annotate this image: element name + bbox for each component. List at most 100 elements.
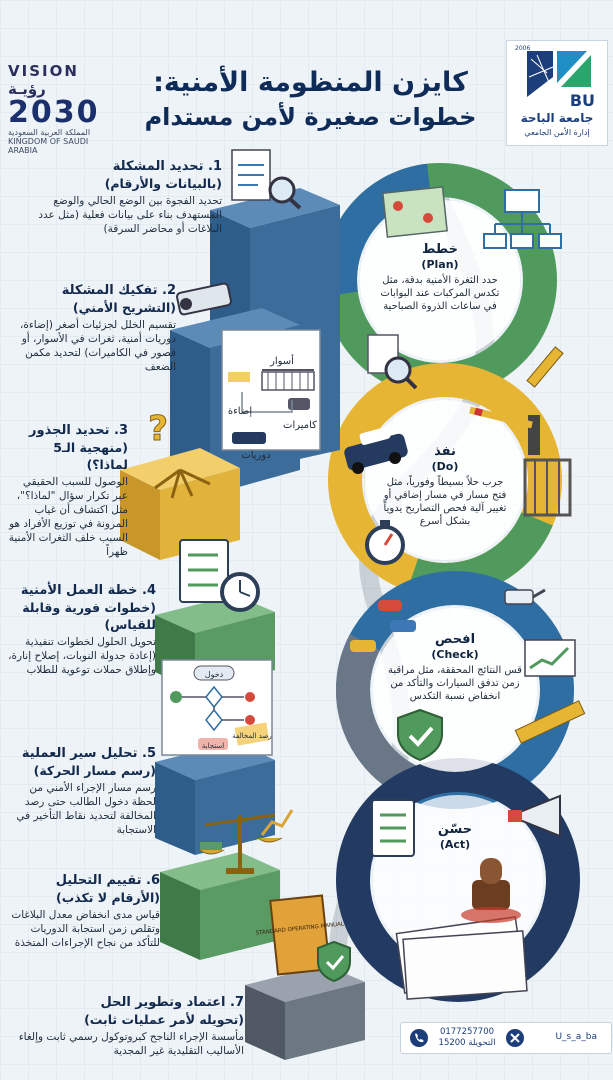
balance-scale-icon [199, 809, 294, 874]
police-car-icon [344, 426, 408, 474]
contact-phone-block[interactable]: 0177257700 التحويلة 15200 [437, 1027, 497, 1049]
step-3-heading: 3. تحديد الجذور [29, 423, 128, 438]
step-7-description: مأسسة الإجراء الناجح كبروتوكول رسمي ثابت… [18, 1031, 244, 1057]
vision-word: VISION [8, 62, 79, 80]
step-5-description: رسم مسار الإجراء الأمني من لحظة دخول الط… [16, 782, 156, 836]
phase-check-heading: افحص [434, 632, 476, 647]
step-4-description: تحويل الحلول لخطوات تنفيذية (إعادة جدولة… [8, 636, 156, 676]
phone-icon[interactable] [409, 1028, 429, 1048]
phase-check-english: (Check) [431, 648, 479, 661]
step-2: 2. تفكيك المشكلة (التشريح الأمني) تقسيم … [8, 282, 176, 374]
step-2-heading: 2. تفكيك المشكلة [61, 283, 176, 298]
step-5-subheading: (رسم مسار الحركة) [33, 763, 156, 778]
security-breakdown-panel [221, 329, 321, 451]
step-5-heading: 5. تحليل سير العملية [21, 746, 156, 761]
phase-plan: خطط (Plan) حدد الثغرة الأمنية بدقة، مثل … [378, 242, 502, 313]
step-4-heading: 4. خطة العمل الأمنية [20, 583, 156, 598]
label-flow-violation: رصد المخالفة [232, 732, 271, 740]
vision-kingdom-en: KINGDOM OF SAUDI ARABIA [8, 137, 89, 155]
megaphone-icon [508, 794, 561, 838]
step-6-subheading: (الأرقام لا تكذب) [55, 890, 160, 905]
university-logo: 2006 BU جامعة الباحة إدارة الأمن الجامعي [506, 40, 608, 146]
contact-footer: 0177257700 التحويلة 15200 U_s_a_ba [400, 1022, 612, 1054]
contact-phone[interactable]: 0177257700 [439, 1027, 495, 1037]
chart-board-icon [524, 639, 576, 677]
action-checklist-clock-icon [179, 539, 260, 612]
question-arrows-icon: ? [148, 409, 211, 499]
process-flow-panel [161, 659, 273, 756]
phase-do-english: (Do) [431, 460, 459, 473]
phase-do-heading: نفذ [434, 444, 456, 459]
step-3-description: الوصول للسبب الحقيقي عبر تكرار سؤال "لما… [8, 476, 128, 558]
contact-ext-label: التحويلة [468, 1038, 496, 1048]
step-6: 6. تقييم التحليل (الأرقام لا تكذب) قياس … [8, 872, 160, 950]
phase-plan-english: (Plan) [421, 258, 459, 271]
clipboard-checklist-icon [371, 799, 415, 857]
vision-word-ar: رؤيـة [8, 80, 46, 98]
social-handle[interactable]: U_s_a_ba [555, 1032, 597, 1042]
vision-2030-logo: VISION رؤيـة 2030 المملكة العربية السعود… [8, 62, 118, 155]
gate-fence-icon [523, 458, 572, 517]
bu-emblem-icon [527, 51, 591, 97]
step-7-subheading: (تحويله لأمر عمليات ثابت) [84, 1012, 244, 1027]
vision-kingdom-ar: المملكة العربية السعودية [8, 128, 91, 137]
step-6-description: قياس مدى انخفاض معدل البلاغات وتقلص زمن … [11, 909, 160, 949]
vision-year: 2030 [8, 95, 100, 130]
page-title: كايزن المنظومة الأمنية: خطوات صغيرة لأمن… [128, 66, 493, 134]
label-fence: أسوار [269, 354, 294, 367]
university-abbr: BU [569, 91, 595, 110]
x-social-icon[interactable] [505, 1028, 525, 1048]
phase-act: حسّن (Act) [420, 822, 490, 852]
step-4-subheading: (خطوات فورية وقابلة للقياس) [22, 600, 156, 632]
gate-barrier-icon [469, 406, 540, 455]
org-chart-icon [483, 189, 562, 249]
pencil-icon [526, 346, 564, 388]
label-flow-response: استجابة [202, 742, 224, 750]
plan-center [360, 200, 520, 360]
university-name: جامعة الباحة [520, 111, 594, 125]
shield-check-icon [397, 708, 443, 762]
ruler-icon [514, 700, 586, 744]
step-4: 4. خطة العمل الأمنية (خطوات فورية وقابلة… [8, 582, 156, 677]
step-5: 5. تحليل سير العملية (رسم مسار الحركة) ر… [8, 745, 156, 837]
step-3: 3. تحديد الجذور (منهجية الـ5 لماذا؟) الو… [8, 422, 128, 559]
svg-text:?: ? [148, 409, 168, 449]
step-1-heading: 1. تحديد المشكلة [112, 159, 222, 174]
step-1-subheading: (بالبيانات والأرقام) [104, 176, 222, 191]
standard-manual-book-icon [269, 894, 331, 976]
step-2-description: تقسيم الخلل لجزئيات أصغر (إضاءة، دوريات … [19, 319, 176, 373]
documents-stamp-icon [395, 858, 528, 1000]
do-center [365, 400, 525, 560]
broken-camera-icon [176, 282, 232, 316]
phase-do-description: جرب حلاً بسيطاً وفورياً، مثل فتح مسار في… [383, 477, 507, 527]
label-flow-entry: دخول [205, 670, 224, 679]
check-ring-accent [336, 571, 574, 809]
phase-check: افحص (Check) قس النتائج المحققة، مثل مرا… [386, 632, 524, 703]
label-lighting: إضاءة [228, 406, 252, 417]
title-line2: خطوات صغيرة لأمن مستدام [144, 103, 477, 131]
cctv-icon [504, 588, 546, 605]
traffic-cars-icon [350, 600, 416, 652]
phase-act-english: (Act) [439, 838, 471, 851]
phase-check-description: قس النتائج المحققة، مثل مراقبة زمن تدفق … [388, 665, 522, 702]
step-1: 1. تحديد المشكلة (بالبيانات والأرقام) تح… [8, 158, 222, 236]
step-1-description: تحديد الفجوة بين الوضع الحالي والوضع الم… [38, 195, 222, 235]
university-year: 2006 [515, 45, 531, 52]
reports-magnifier-icon [231, 149, 302, 210]
phase-plan-description: حدد الثغرة الأمنية بدقة، مثل تكدس المركب… [380, 275, 500, 312]
step-6-heading: 6. تقييم التحليل [55, 873, 160, 888]
title-line1: كايزن المنظومة الأمنية: [153, 67, 468, 98]
stopwatch-icon [365, 520, 405, 565]
label-cameras: كاميرات [283, 420, 317, 431]
contact-ext[interactable]: 15200 [438, 1038, 466, 1048]
shield-badge-icon [317, 940, 351, 983]
phase-plan-heading: خطط [422, 242, 458, 257]
university-dept: إدارة الأمن الجامعي [524, 128, 590, 137]
map-icon [382, 186, 448, 238]
step-2-subheading: (التشريح الأمني) [72, 300, 176, 315]
phase-do: نفذ (Do) جرب حلاً بسيطاً وفورياً، مثل فت… [382, 444, 508, 528]
magnifier-icon [367, 334, 418, 390]
label-patrols: دوريات [241, 450, 270, 461]
step-7-heading: 7. اعتماد وتطوير الحل [100, 995, 244, 1010]
